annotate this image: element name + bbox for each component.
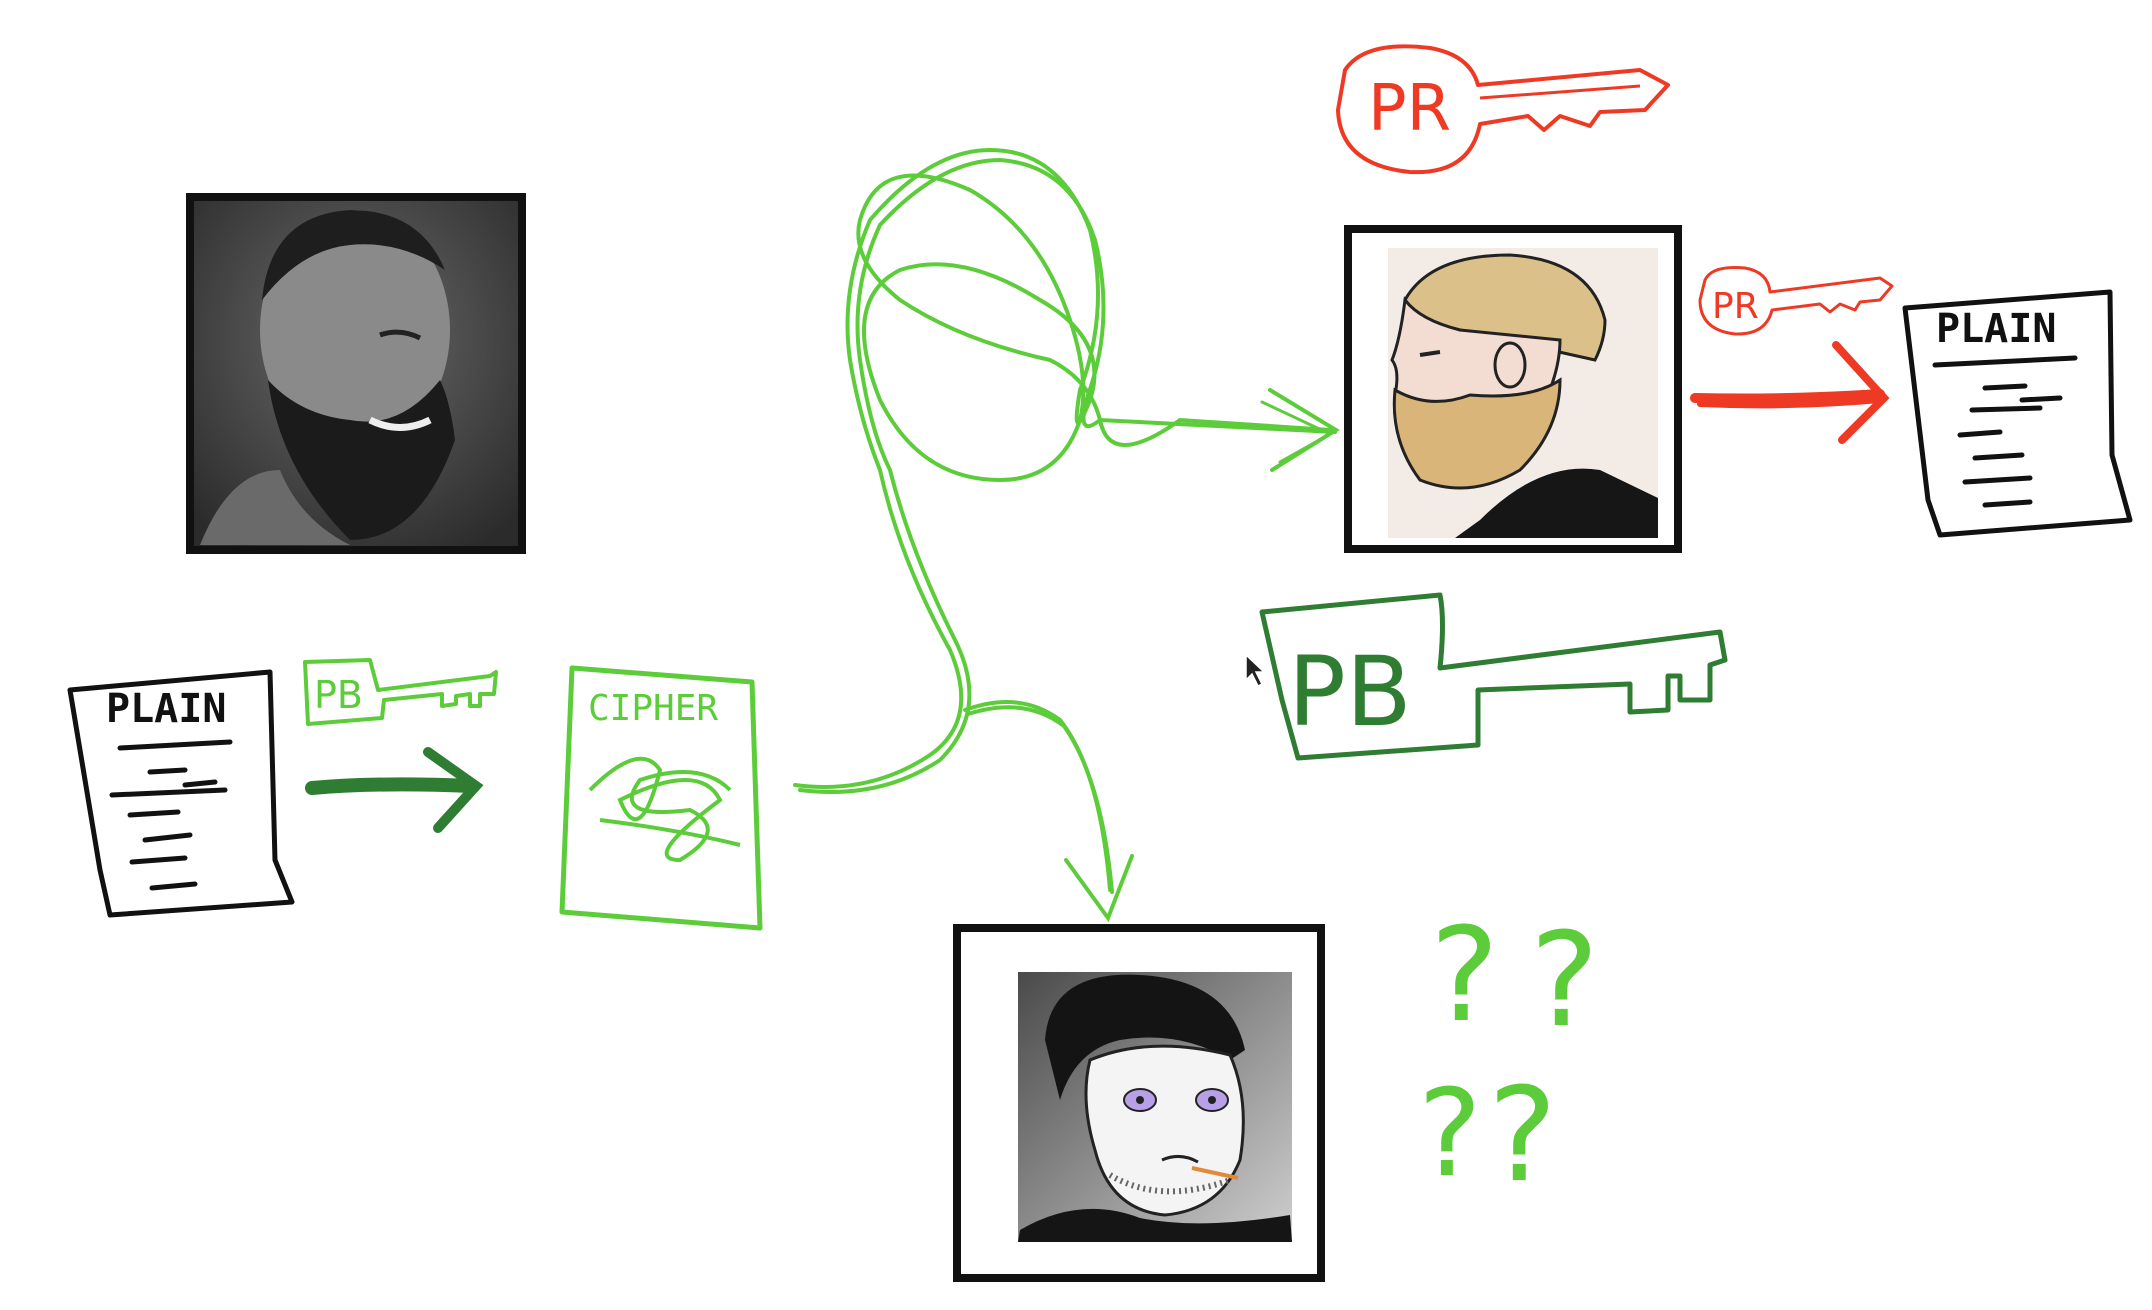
- private-key-top-label: PR: [1368, 72, 1451, 146]
- scribble-icon: [588, 756, 741, 863]
- tired-wojak-icon: [1018, 974, 1292, 1242]
- plaintext-document-left: PLAIN: [67, 669, 295, 918]
- decrypt-arrow: [1690, 341, 1890, 444]
- transmission-path-to-recipient: [793, 147, 1340, 794]
- question-mark-2: ?: [1530, 904, 1599, 1056]
- gigachad-portrait-icon: [200, 210, 455, 545]
- question-marks: ? ? ? ?: [1418, 899, 1599, 1211]
- recipient-portrait: [1344, 225, 1682, 553]
- transmission-path-to-eavesdropper: [963, 700, 1134, 923]
- private-key-top: PR: [1336, 44, 1670, 175]
- sender-portrait: [186, 193, 526, 554]
- mouse-pointer-icon: [1245, 653, 1266, 688]
- question-mark-3: ?: [1418, 1065, 1482, 1204]
- plaintext-document-right: PLAIN: [1902, 289, 2133, 538]
- plain-right-label: PLAIN: [1936, 306, 2056, 352]
- public-key-large: PB: [1259, 592, 1728, 761]
- question-mark-1: ?: [1430, 899, 1499, 1051]
- private-key-small: PR: [1698, 266, 1894, 336]
- cipher-label: CIPHER: [588, 688, 718, 729]
- public-key-small: PB: [303, 658, 498, 726]
- public-key-large-label: PB: [1288, 636, 1412, 748]
- public-key-small-label: PB: [314, 673, 363, 717]
- eavesdropper-portrait: [953, 924, 1325, 1282]
- private-key-small-label: PR: [1712, 286, 1759, 327]
- plain-left-label: PLAIN: [106, 686, 226, 732]
- question-mark-4: ?: [1488, 1059, 1557, 1211]
- bearded-yes-chad-icon: [1390, 253, 1658, 538]
- encrypt-arrow: [305, 747, 484, 833]
- ciphertext-document: CIPHER: [559, 665, 763, 931]
